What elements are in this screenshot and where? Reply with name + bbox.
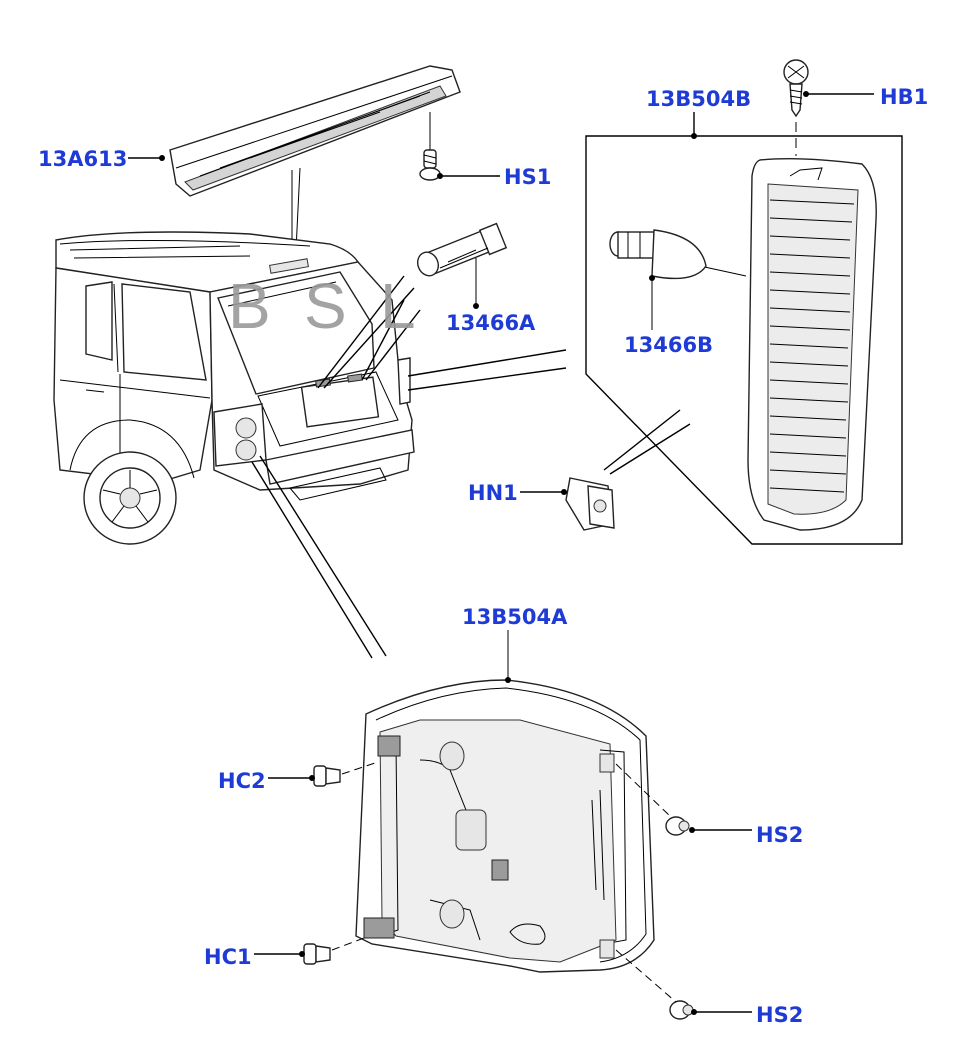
callout-leaders bbox=[128, 91, 874, 1015]
callout-hc1: HC1 bbox=[204, 945, 252, 969]
callout-13b504a: 13B504A bbox=[462, 605, 568, 629]
hn1-clip-icon bbox=[565, 409, 691, 531]
watermark-letter-s: S bbox=[304, 270, 347, 342]
callout-hb1: HB1 bbox=[880, 85, 928, 109]
callout-hs1: HS1 bbox=[504, 165, 551, 189]
callout-13b504b: 13B504B bbox=[646, 87, 751, 111]
hc1-push-fastener-icon bbox=[303, 937, 365, 965]
vehicle-illustration bbox=[53, 231, 415, 545]
callout-13466b: 13466B bbox=[624, 333, 713, 357]
bulb-13466b-icon bbox=[609, 229, 707, 280]
vehicle-leader-lines bbox=[251, 275, 567, 659]
rear-lamp-13b504a bbox=[355, 630, 655, 973]
callout-13a613: 13A613 bbox=[38, 147, 127, 171]
hs2-lower-screw-icon bbox=[615, 949, 694, 1020]
callout-hs2-lower: HS2 bbox=[756, 1003, 803, 1027]
callout-labels: 13A613 HS1 13466A 13B504B HB1 13466B HN1… bbox=[38, 85, 928, 1027]
watermark-letter-l: L bbox=[380, 270, 416, 342]
high-mounted-stop-lamp bbox=[169, 65, 461, 251]
hs2-upper-screw-icon bbox=[615, 763, 690, 836]
hb1-screw-icon bbox=[783, 59, 809, 156]
callout-hc2: HC2 bbox=[218, 769, 266, 793]
watermark-letter-b: B bbox=[228, 270, 271, 342]
side-lamp-13b504b bbox=[699, 157, 877, 531]
callout-hn1: HN1 bbox=[468, 481, 518, 505]
bulb-13466a-icon bbox=[416, 222, 508, 277]
callout-13466a: 13466A bbox=[446, 311, 536, 335]
detail-box-13b504b bbox=[585, 112, 903, 545]
callout-hs2-upper: HS2 bbox=[756, 823, 803, 847]
watermark: B S L bbox=[228, 270, 416, 342]
hs1-screw-icon bbox=[419, 112, 441, 181]
